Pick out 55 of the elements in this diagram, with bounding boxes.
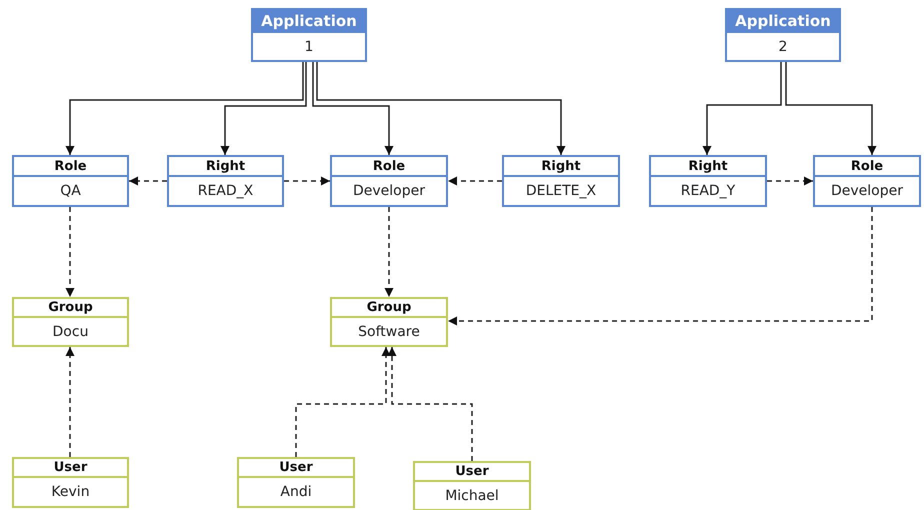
box-value: QA (60, 183, 81, 199)
box-value: Software (358, 324, 420, 340)
connector-arrow (220, 62, 307, 155)
box-heading: Role (372, 158, 406, 174)
box-heading: Right (688, 158, 728, 174)
box-heading: Right (206, 158, 246, 174)
box-heading: Application (735, 12, 831, 30)
connector-arrow (312, 62, 394, 155)
class-box (237, 457, 355, 508)
box-heading: Group (366, 300, 412, 315)
box-heading: Role (54, 158, 87, 174)
connector-arrow (129, 176, 167, 186)
class-box (502, 155, 620, 207)
connector-arrow (448, 207, 873, 326)
class-box (649, 155, 767, 207)
box-value: Docu (52, 324, 88, 340)
class-box (12, 297, 129, 347)
connector-arrow (284, 176, 330, 186)
box-value: Kevin (51, 484, 90, 500)
class-box (167, 155, 284, 207)
box-value: Developer (352, 183, 425, 199)
box-value: DELETE_X (526, 183, 596, 199)
connector-arrow (316, 62, 566, 155)
box-heading: Application (261, 12, 357, 30)
connector-arrow (702, 62, 782, 155)
box-value: Developer (830, 183, 903, 199)
connector-arrow (66, 207, 74, 297)
box-heading: User (54, 460, 88, 475)
class-box (413, 461, 531, 510)
box-value: Andi (280, 484, 312, 500)
box-value: 1 (304, 38, 314, 54)
connector-arrow (384, 207, 394, 297)
connector-arrow (66, 62, 304, 155)
connector-arrow (295, 347, 390, 457)
box-value: 2 (778, 38, 788, 54)
connector-arrow (66, 347, 74, 457)
connector-arrow (767, 176, 813, 186)
class-box (813, 155, 921, 207)
box-heading: Group (48, 300, 93, 315)
connector-arrow (785, 62, 876, 155)
class-box (330, 155, 448, 207)
connector-arrow (448, 176, 502, 186)
box-value: READ_X (198, 183, 254, 199)
connector-arrow (388, 347, 473, 461)
class-box (725, 8, 841, 62)
class-box (12, 155, 129, 207)
class-box (251, 8, 367, 62)
box-heading: User (279, 460, 313, 475)
box-heading: User (455, 464, 489, 479)
box-value: READ_Y (680, 183, 736, 199)
box-value: Michael (445, 488, 499, 504)
class-box (12, 457, 129, 508)
box-heading: Role (850, 158, 884, 174)
box-heading: Right (541, 158, 581, 174)
class-box (330, 297, 448, 347)
